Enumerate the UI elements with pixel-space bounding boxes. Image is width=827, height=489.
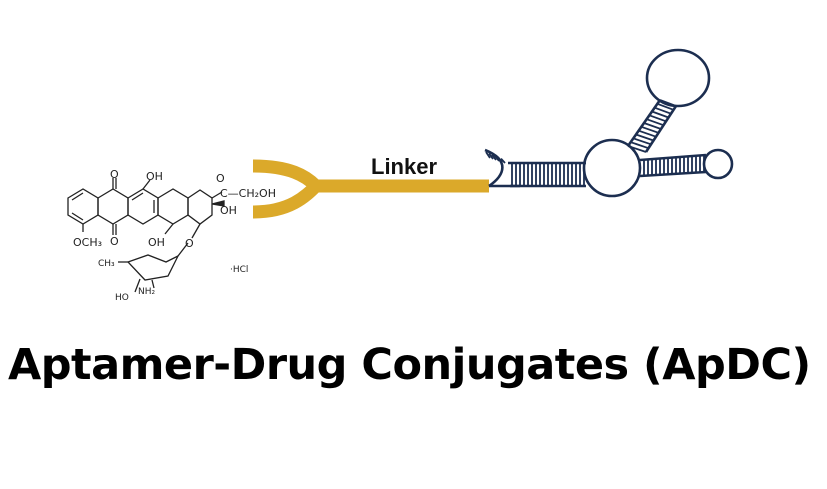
- ring-a: [67, 188, 99, 225]
- aptamer-end-strand-top: [484, 148, 504, 188]
- ketone-bottom-label: O: [110, 235, 119, 248]
- ketone-top-label: O: [110, 168, 119, 181]
- aptamer-base-pairs: [485, 99, 705, 186]
- base-pair-rung: [488, 152, 494, 160]
- base-pair-rung: [659, 99, 677, 107]
- base-pair-rung: [630, 141, 649, 150]
- drug-labels: OH O C—CH₂OH OH O O OCH₃ OH O CH₃ NH₂ HO…: [73, 168, 276, 303]
- glyco-o-label: O: [185, 237, 194, 250]
- methoxy-label: OCH₃: [73, 236, 102, 249]
- base-pair-rung: [643, 122, 662, 130]
- ch3-label: CH₃: [98, 259, 115, 269]
- base-pair-rung: [494, 155, 500, 162]
- base-pair-rung: [627, 145, 647, 153]
- base-pair-rung: [485, 151, 491, 159]
- nh2-label: NH₂: [138, 287, 156, 297]
- linker-label: Linker: [371, 154, 437, 179]
- base-pair-rung: [651, 110, 669, 119]
- base-pair-rung: [497, 156, 503, 163]
- base-pair-rung: [641, 125, 659, 134]
- base-pair-rung: [500, 158, 506, 164]
- base-pair-rung: [638, 129, 657, 138]
- ho-label: HO: [115, 293, 129, 303]
- aptamer-right-loop: [702, 148, 734, 180]
- ring-d: [157, 188, 189, 225]
- linker: [252, 159, 489, 219]
- oh-bottom-label: OH: [148, 236, 165, 249]
- hcl-label: ·HCl: [230, 265, 248, 275]
- base-pair-rung: [649, 114, 667, 123]
- ring-b: [97, 188, 129, 225]
- oh-top-label: OH: [146, 170, 163, 183]
- base-pair-rung: [491, 154, 497, 161]
- drug-molecule: [67, 178, 225, 293]
- oh-ring-label: OH: [220, 204, 237, 217]
- base-pair-rung: [635, 133, 654, 142]
- ring-e: [187, 189, 213, 225]
- aptamer-internal-loop: [582, 138, 642, 198]
- base-pair-rung: [646, 118, 664, 127]
- base-pair-rung: [654, 106, 672, 115]
- side-chain-label: C—CH₂OH: [220, 187, 276, 200]
- base-pair-rung: [633, 137, 652, 146]
- page-title: Aptamer-Drug Conjugates (ApDC): [8, 340, 811, 390]
- aptamer: [484, 48, 734, 198]
- sugar-ring: [126, 254, 180, 281]
- base-pair-rung: [657, 102, 674, 111]
- aptamer-top-loop: [645, 48, 711, 108]
- carbonyl-o-label: O: [216, 172, 225, 185]
